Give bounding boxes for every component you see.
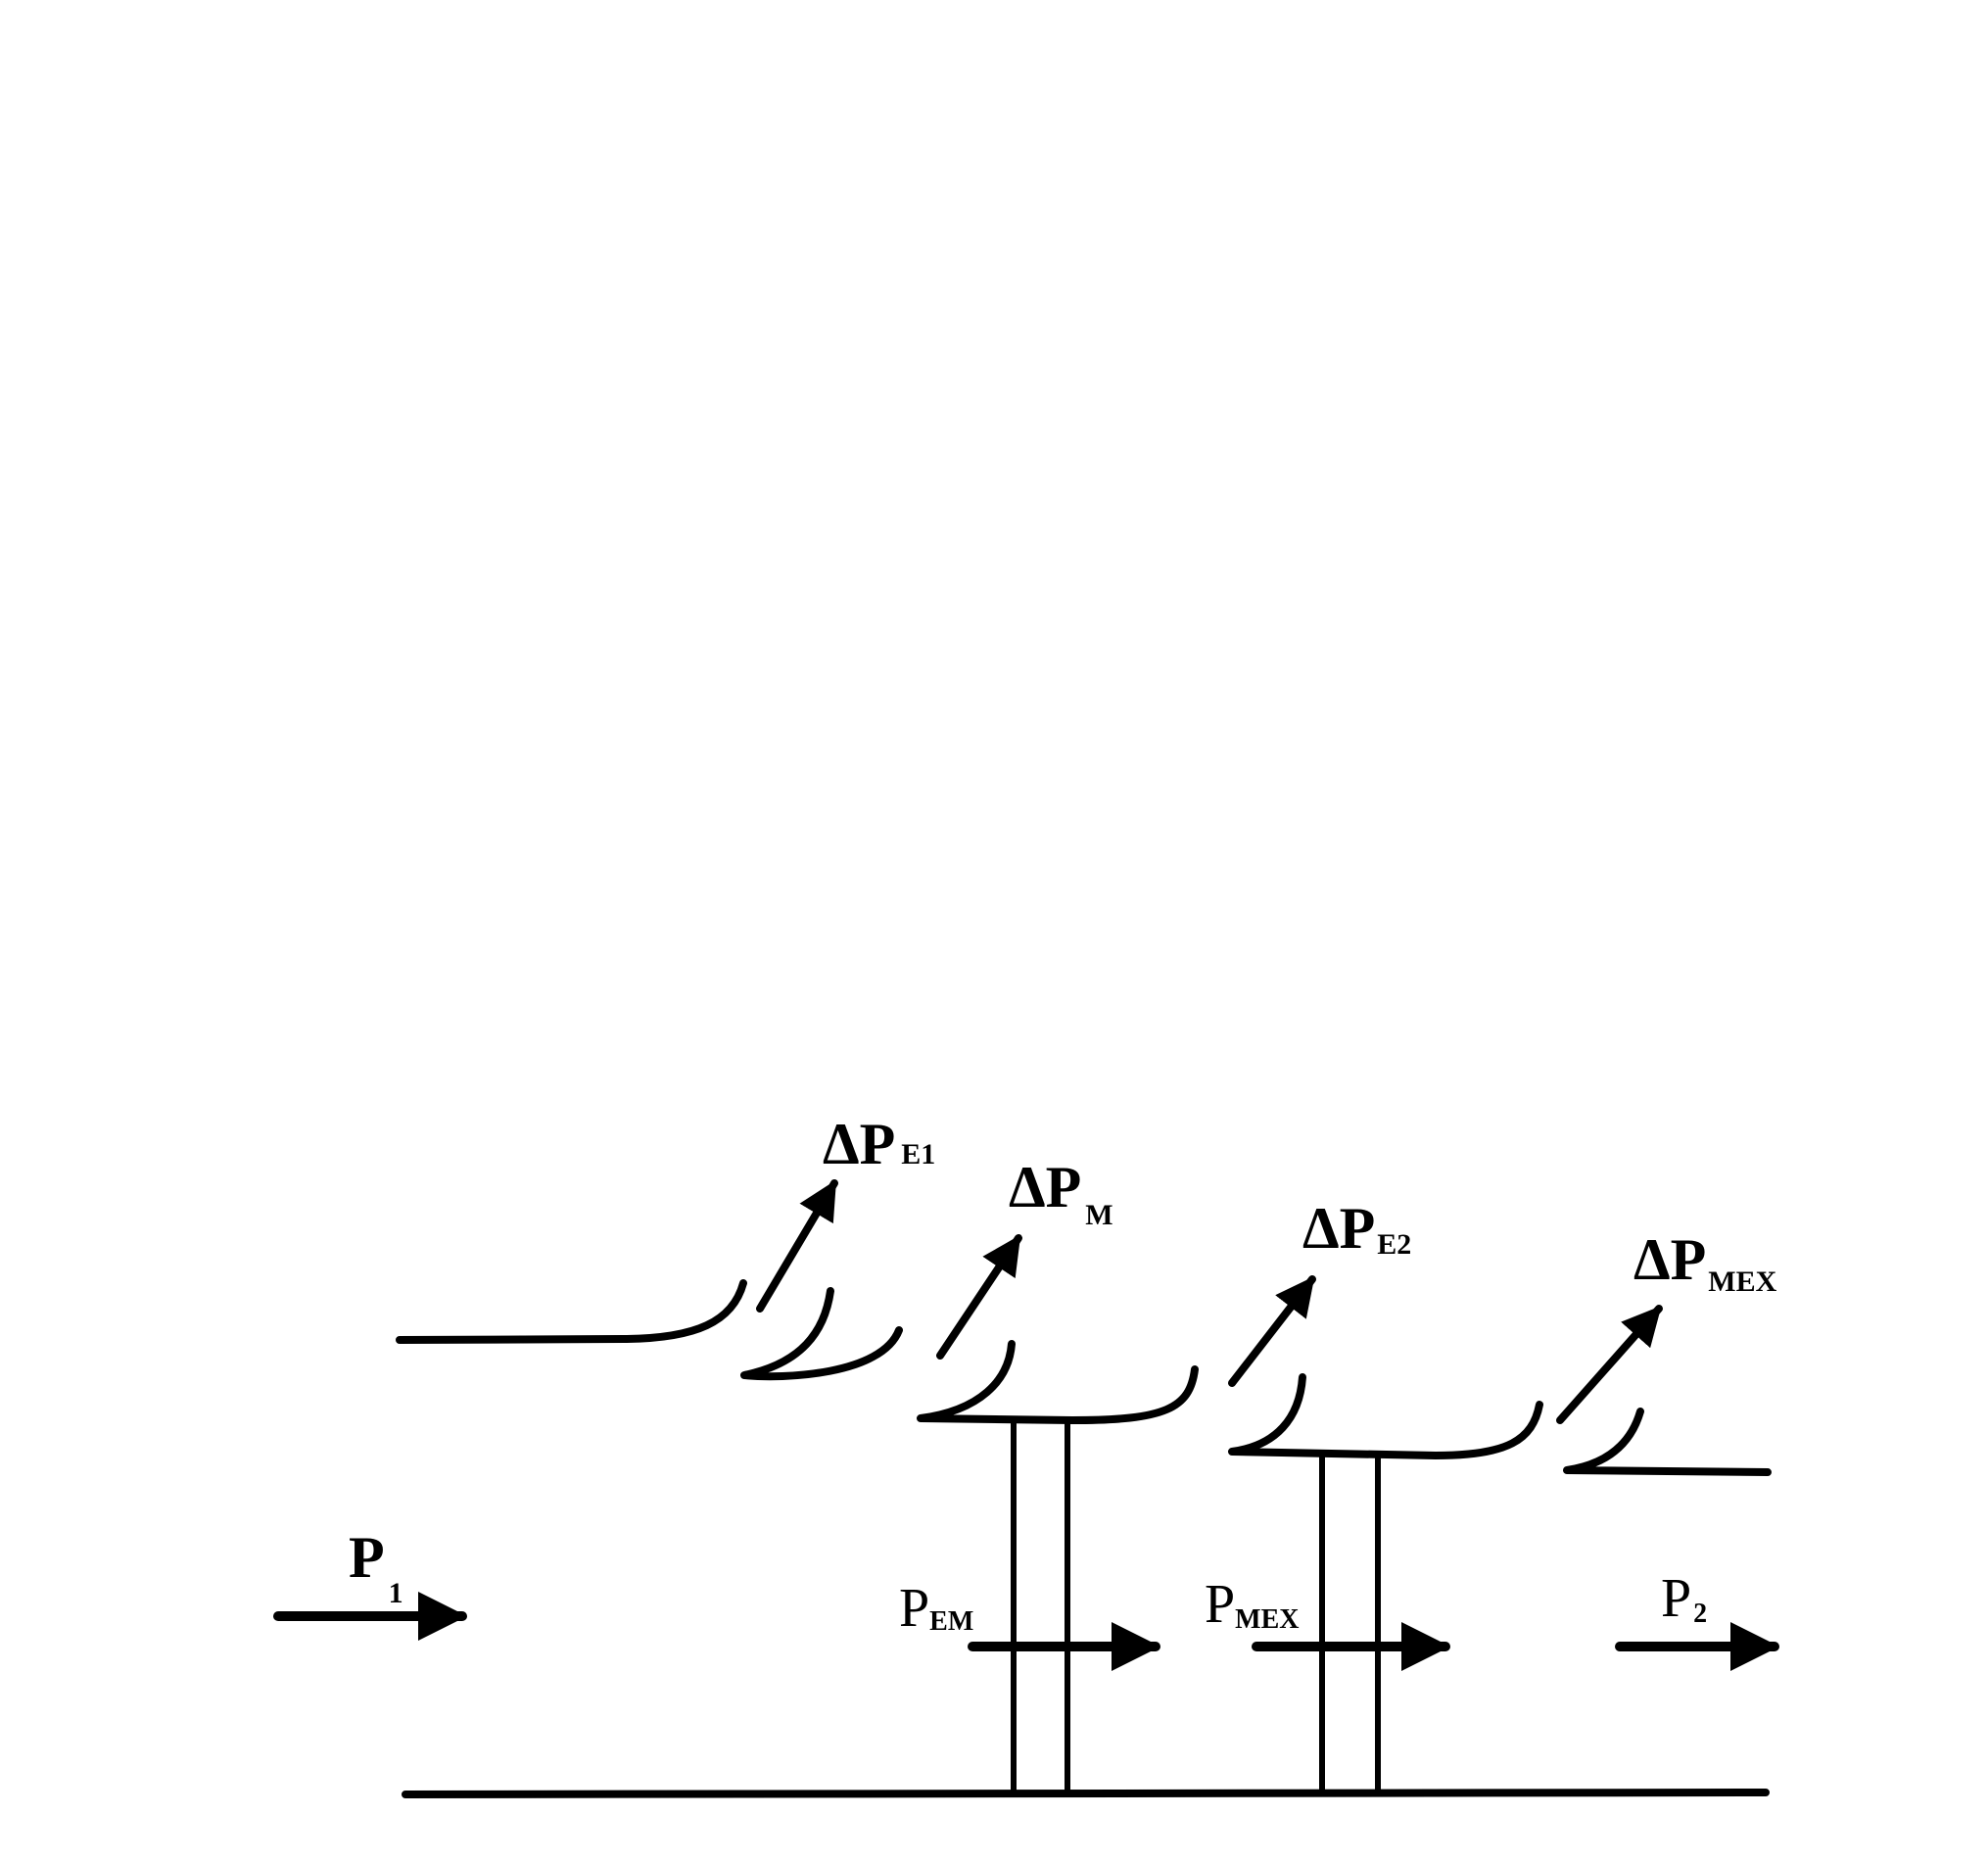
- label-p1: P1: [349, 1525, 403, 1609]
- label-dp-mex: ΔPMEX: [1633, 1227, 1777, 1298]
- upper-wall-segment-4: [1228, 1373, 1543, 1459]
- lower-wall: [402, 1789, 1770, 1798]
- label-p2: P2: [1661, 1568, 1707, 1629]
- upper-wall-segment-2: [740, 1287, 903, 1381]
- loss-arrow-e2: [1228, 1275, 1316, 1387]
- label-dp-e2: ΔPE2: [1302, 1196, 1411, 1261]
- upper-wall-segment-1: [396, 1279, 747, 1344]
- upper-wall-segment-3: [917, 1340, 1199, 1424]
- label-p-mex: PMEX: [1205, 1574, 1299, 1635]
- loss-arrow-mex: [1556, 1305, 1663, 1424]
- label-p-em: PEM: [899, 1578, 973, 1639]
- loss-arrow-m: [936, 1234, 1022, 1360]
- upper-wall-segment-5: [1563, 1408, 1772, 1476]
- loss-arrow-e1: [756, 1179, 838, 1313]
